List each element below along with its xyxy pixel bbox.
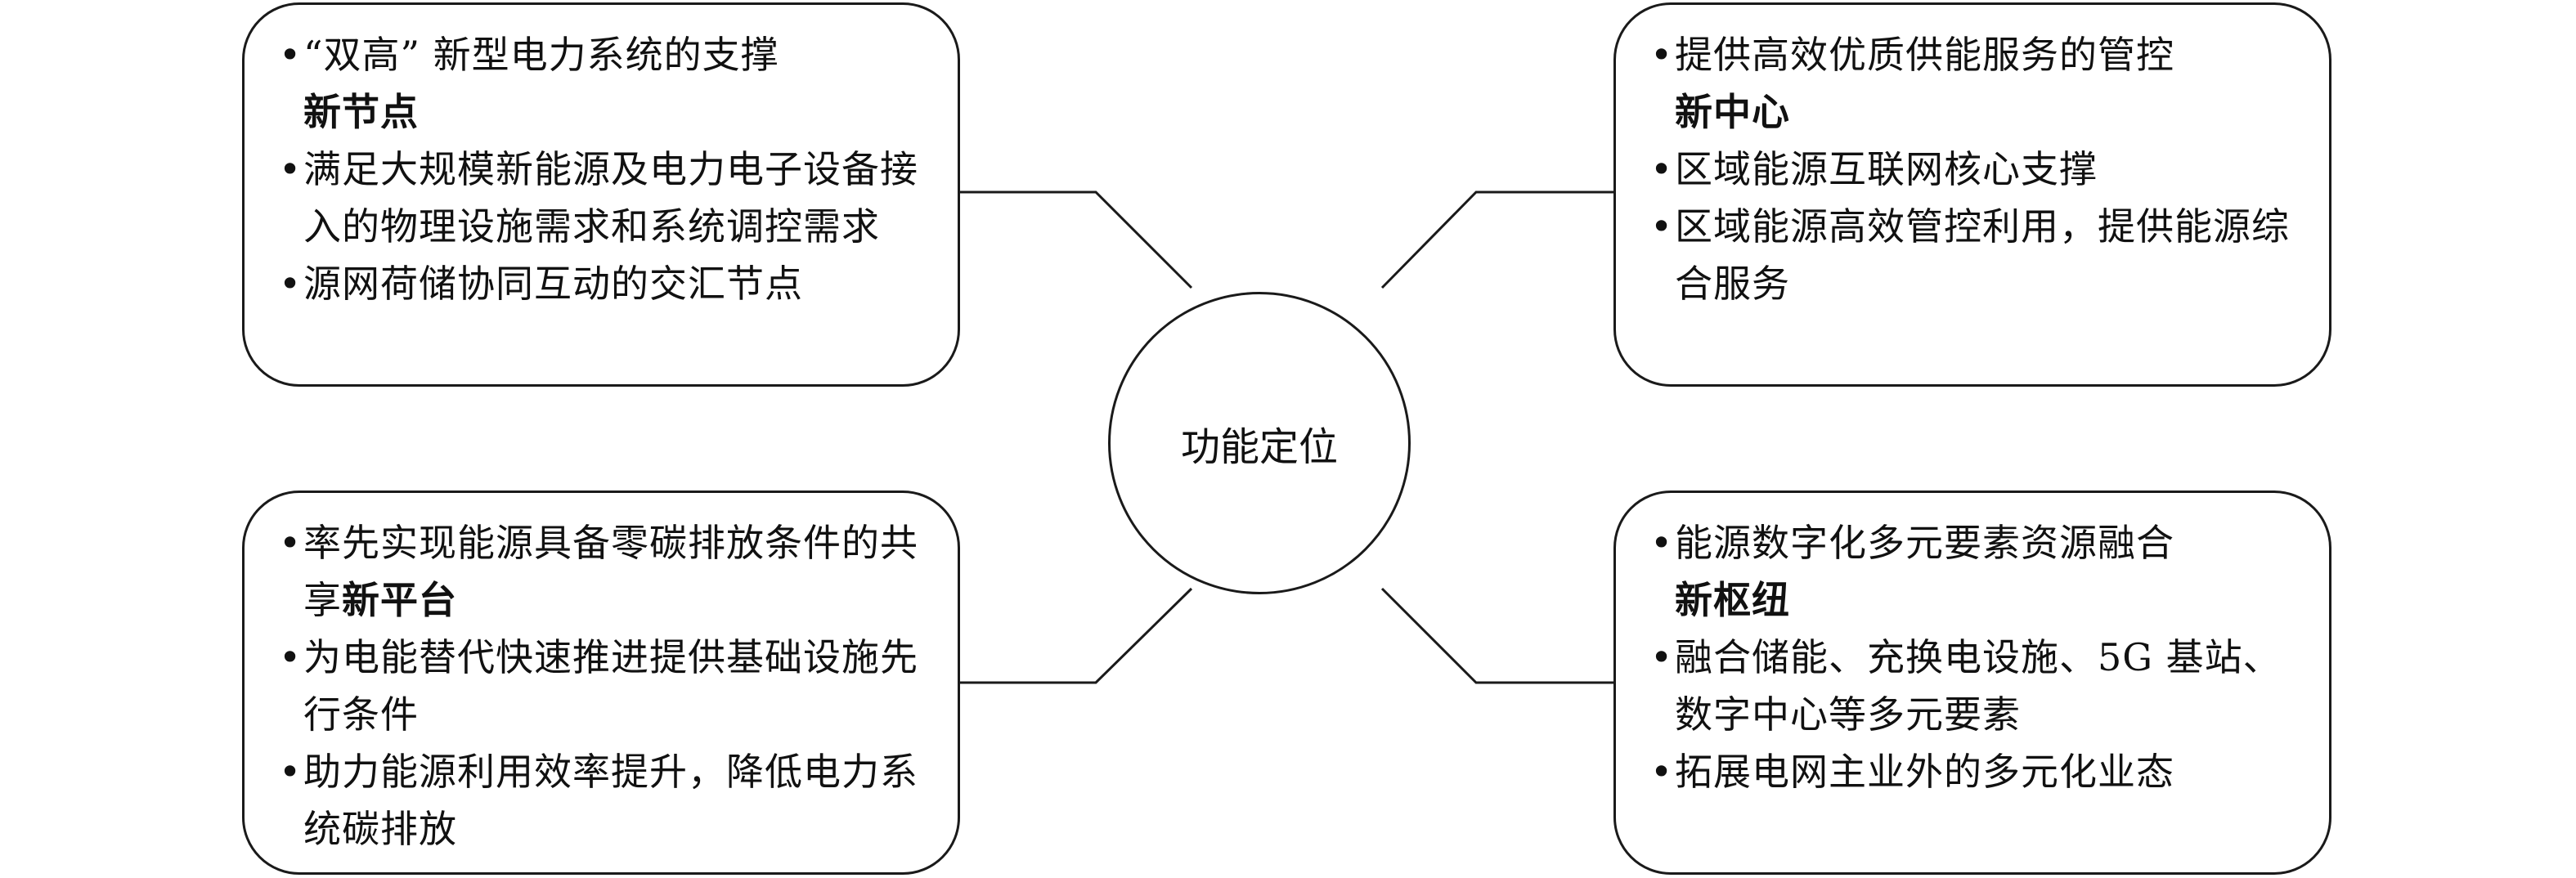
box-bottom-left: •率先实现能源具备零碳排放条件的共享新平台 •为电能替代快速推进提供基础设施先行…: [242, 491, 960, 875]
box-top-right: •提供高效优质供能服务的管控新中心 •区域能源互联网核心支撑 •区域能源高效管控…: [1613, 2, 2331, 387]
bullet-item: •“双高” 新型电力系统的支撑新节点: [279, 33, 779, 134]
center-circle: 功能定位: [1108, 292, 1411, 594]
connector-top-right: [1380, 190, 1615, 289]
connector-bottom-right: [1380, 587, 1615, 684]
bullet-item: •助力能源利用效率提升，降低电力系统碳排放: [279, 750, 918, 851]
connector-top-left: [958, 190, 1193, 289]
bullet-item: •融合储能、充换电设施、5G 基站、数字中心等多元要素: [1650, 635, 2282, 737]
bullet-item: •提供高效优质供能服务的管控新中心: [1650, 33, 2174, 134]
connector-bottom-left: [958, 587, 1193, 684]
bullet-item: •区域能源互联网核心支撑: [1650, 147, 2098, 191]
box-top-left: •“双高” 新型电力系统的支撑新节点 •满足大规模新能源及电力电子设备接入的物理…: [242, 2, 960, 387]
bullet-item: •源网荷储协同互动的交汇节点: [279, 262, 803, 306]
bullet-item: •满足大规模新能源及电力电子设备接入的物理设施需求和系统调控需求: [279, 147, 918, 249]
center-label: 功能定位: [1180, 424, 1338, 470]
bullet-item: •为电能替代快速推进提供基础设施先行条件: [279, 635, 918, 737]
bullet-item: •区域能源高效管控利用，提供能源综合服务: [1650, 204, 2290, 306]
bullet-item: •能源数字化多元要素资源融合新枢纽: [1650, 521, 2174, 622]
bullet-item: •率先实现能源具备零碳排放条件的共享新平台: [279, 521, 918, 622]
box-bottom-right: •能源数字化多元要素资源融合新枢纽 •融合储能、充换电设施、5G 基站、数字中心…: [1613, 491, 2331, 875]
bullet-item: •拓展电网主业外的多元化业态: [1650, 750, 2174, 794]
